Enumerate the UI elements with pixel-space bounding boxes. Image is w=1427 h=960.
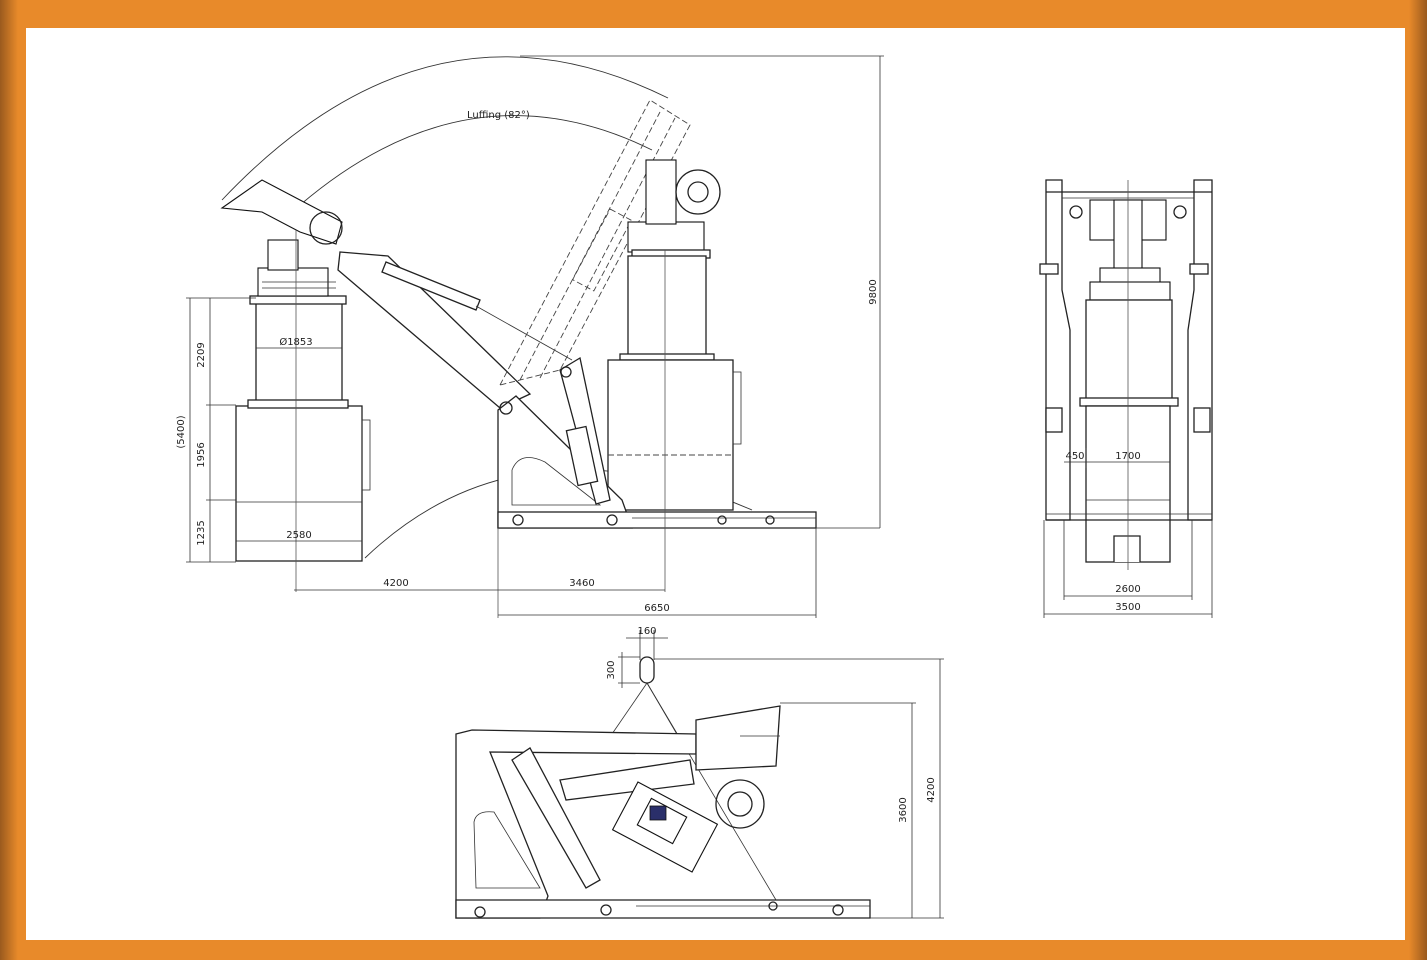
front-right-leg [1187, 179, 1213, 521]
dim-hook-height: 300 [606, 660, 617, 679]
dim-hook-width: 160 [637, 626, 656, 637]
front-view: 450 1700 2600 3500 [1039, 179, 1213, 618]
transport-view: 160 300 3600 4200 [455, 626, 944, 919]
transport-skid [455, 899, 871, 919]
side-boom-raised [499, 99, 691, 386]
transport-boom [559, 759, 695, 801]
side-view: Luffing (82°) [176, 55, 884, 618]
side-skid [497, 511, 817, 529]
side-left-pedestal [255, 299, 343, 407]
transport-boom-tip [695, 705, 781, 771]
dim-offset: 3460 [569, 578, 594, 589]
front-slew-head [1069, 199, 1187, 301]
dim-front-inner-width: 1700 [1115, 451, 1140, 462]
dim-lift-height: 4200 [926, 777, 937, 802]
side-right-pedestal [627, 255, 707, 359]
dim-overall-5400: (5400) [176, 415, 187, 448]
dim-front-offset: 450 [1065, 451, 1084, 462]
front-pedestal [1085, 299, 1173, 401]
dim-pedestal-diameter: Ø1853 [279, 336, 312, 348]
side-right-base-block [607, 359, 734, 511]
dim-reach: 4200 [383, 578, 408, 589]
dim-front-frame-width: 2600 [1115, 584, 1140, 595]
dim-height-1956: 1956 [196, 442, 207, 467]
dim-base-length: 6650 [644, 603, 669, 614]
side-right-slew-head [627, 159, 721, 259]
dim-height-2209: 2209 [196, 342, 207, 367]
side-left-base-door [361, 419, 371, 491]
dim-base-width: 2580 [286, 530, 311, 541]
dim-front-overall-width: 3500 [1115, 602, 1140, 613]
side-left-base-block [235, 405, 363, 562]
transport-slew-head [611, 781, 719, 873]
luffing-outer-arc [221, 56, 669, 201]
transport-lifting-hook [639, 656, 655, 684]
transport-luffing-cylinder [511, 747, 601, 889]
dim-height-1235: 1235 [196, 520, 207, 545]
front-left-leg [1045, 179, 1071, 521]
dim-stowed-height: 3600 [898, 797, 909, 822]
dim-total-height: 9800 [868, 279, 879, 304]
side-left-slew-head [220, 179, 343, 297]
luffing-label: Luffing (82°) [467, 110, 530, 121]
luffing-inner-arc [299, 115, 653, 206]
